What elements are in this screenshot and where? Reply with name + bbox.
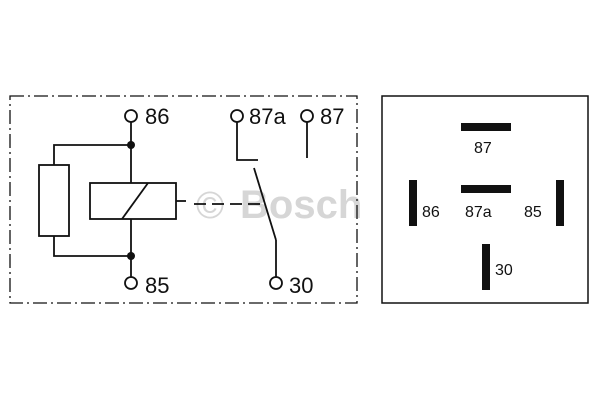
junction-dot-top — [127, 141, 135, 149]
relay-coil-diagonal — [121, 182, 149, 220]
watermark-copyright: © — [196, 185, 224, 227]
terminal-30-label: 30 — [289, 273, 313, 298]
watermark: © Bosch — [196, 183, 362, 227]
pin-86-label: 86 — [422, 204, 440, 221]
pin-87a-label: 87a — [465, 204, 492, 221]
pinout-frame — [381, 95, 589, 304]
terminal-86-label: 86 — [145, 104, 169, 129]
terminal-87-circle — [300, 109, 314, 123]
pin-85-blade — [556, 180, 564, 226]
pin-85-label: 85 — [524, 204, 542, 221]
terminal-85-label: 85 — [145, 273, 169, 298]
terminal-86-circle — [124, 109, 138, 123]
terminal-85-circle — [124, 276, 138, 290]
pin-30-label: 30 — [495, 262, 513, 279]
terminal-87-label: 87 — [320, 104, 344, 129]
schematic-panel: 86 85 87a 87 30 — [9, 95, 358, 304]
terminal-87a-circle — [230, 109, 244, 123]
schematic-frame — [9, 95, 358, 304]
resistor — [38, 164, 70, 237]
terminal-30-circle — [269, 276, 283, 290]
watermark-brand: Bosch — [240, 183, 362, 227]
pin-87a-blade — [461, 185, 511, 193]
switch-contacts — [236, 122, 308, 277]
terminal-87a-label: 87a — [249, 104, 286, 129]
pin-87-label: 87 — [474, 140, 492, 157]
junction-dot-bottom — [127, 252, 135, 260]
pin-86-blade — [409, 180, 417, 226]
relay-coil — [89, 182, 177, 220]
pinout-panel: 87 87a 86 85 30 — [381, 95, 589, 304]
pin-30-blade — [482, 244, 490, 290]
pin-87-blade — [461, 123, 511, 131]
